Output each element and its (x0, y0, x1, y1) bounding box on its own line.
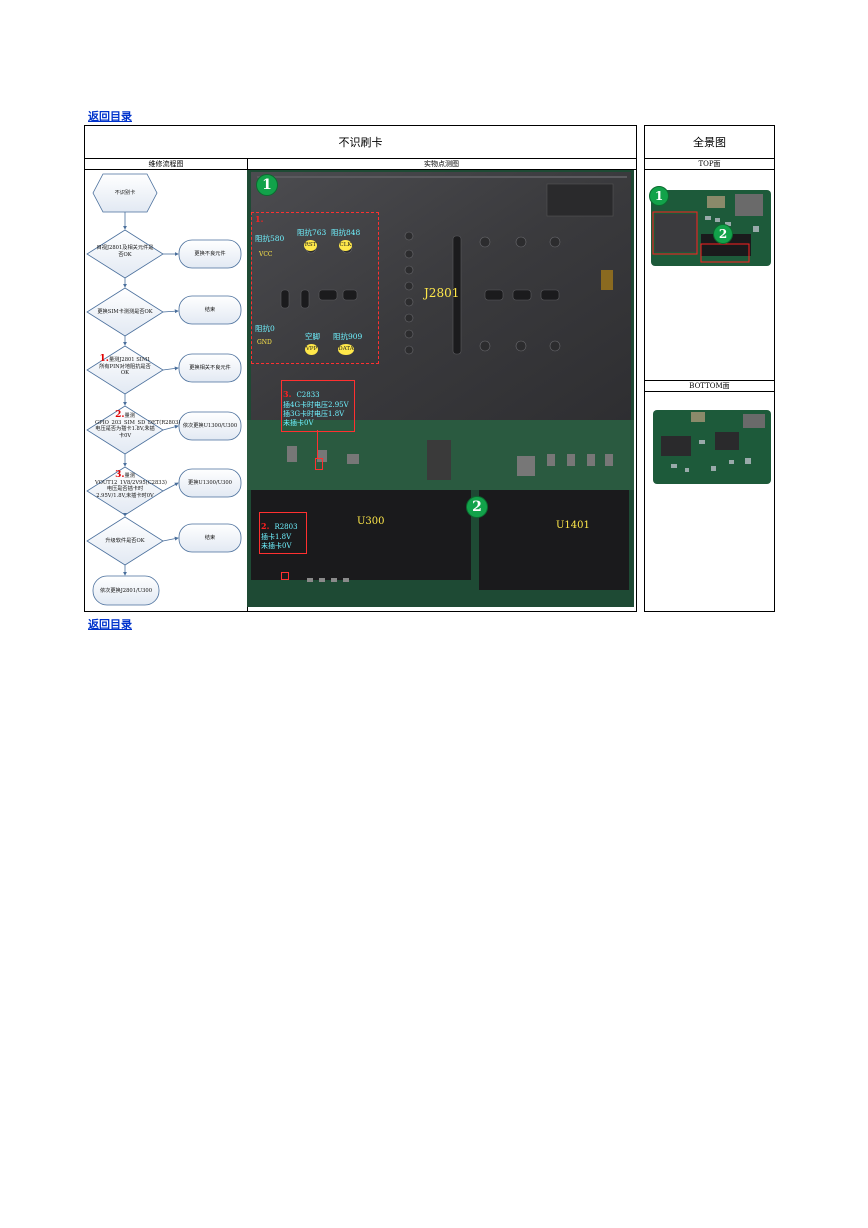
r2803-num: 2. (261, 521, 269, 531)
c2833-ref: C2833 (296, 391, 319, 399)
sim-pin-region-num: 1. (255, 214, 263, 224)
flow-step-impedance-num: 1. (100, 354, 109, 364)
marker-2-overview: 2 (713, 224, 733, 244)
flowchart-shapes (85, 170, 247, 611)
bottom-board-drawing (651, 406, 772, 488)
overview-table: 全景图 TOP面 1 2 BOTTOM面 (644, 125, 775, 612)
flow-end: 依次更换J2801/U300 (95, 588, 157, 595)
marker-2-photo: 2 (466, 496, 488, 518)
flow-action-swap-u1300-u300: 依次更换U1300/U300 (181, 423, 239, 430)
repair-flowchart: 不识别卡 目视J2801及相关元件是否OK 更换不良元件 更换SIM卡测测是否O… (85, 170, 247, 611)
column-header-row: 维修流程图 实物点测图 (85, 159, 636, 170)
bottom-side-photo (651, 406, 772, 488)
repair-table: 不识刷卡 维修流程图 实物点测图 (84, 125, 637, 612)
j2801-label: J2801 (424, 286, 459, 300)
clk-impedance-label: 阻抗848 (331, 228, 360, 237)
flow-action-replace-part: 更换不良元件 (181, 251, 239, 258)
table-title: 不识刷卡 (339, 134, 383, 150)
top-side-label: TOP面 (698, 159, 720, 169)
c2833-leader-line (317, 430, 318, 458)
bottom-side-header: BOTTOM面 (645, 380, 774, 392)
u1401-label: U1401 (556, 520, 590, 531)
marker-1-overview: 1 (649, 186, 669, 206)
flow-step-gpio-num: 2. (115, 410, 124, 420)
r2803-line-inserted: 插卡1.8V (261, 533, 305, 542)
flow-action-replace-u1300: 更换U1300/U300 (181, 480, 239, 487)
flow-action-replace-related: 更换相关不良元件 (181, 365, 239, 372)
overview-title: 全景图 (693, 134, 726, 150)
flow-step-update-software: 升级软件是否OK (93, 538, 157, 545)
vcc-pin-label: VCC (259, 250, 273, 259)
bottom-side-label: BOTTOM面 (689, 381, 729, 391)
marker-1-photo: 1 (256, 174, 278, 196)
flow-step-vout-num: 3. (115, 470, 124, 480)
c2833-marker (315, 458, 323, 470)
vpp-pin-label: VPP (305, 344, 318, 355)
data-pin-label: DATA (338, 344, 354, 355)
col-photo-header: 实物点测图 (247, 159, 636, 169)
gnd-pin-label: GND (257, 338, 272, 347)
r2803-line-empty: 未插卡0V (261, 542, 305, 551)
flow-start: 不识别卡 (97, 190, 153, 197)
measurement-photo: 1 2 1. 阻抗580 VCC 阻抗763 RST 阻抗848 CLK 阻抗0… (247, 170, 634, 607)
flow-step-vout: 3.量测VOUT12_1V8/2V95(C2833)电压是否插卡时2.95V/1… (95, 472, 155, 499)
data-impedance-label: 阻抗909 (333, 332, 362, 341)
top-side-photo: 1 2 (649, 186, 772, 270)
flow-step-impedance: 1.量测J2801 SIM1所有PIN对地阻抗是否OK (97, 356, 153, 377)
rst-impedance-label: 阻抗763 (297, 228, 326, 237)
table-title-row: 不识刷卡 (85, 126, 636, 159)
flow-step-inspect: 目视J2801及相关元件是否OK (95, 245, 155, 258)
c2833-num: 3. (283, 389, 291, 399)
col-flow-header: 维修流程图 (85, 159, 247, 169)
overview-title-row: 全景图 (645, 126, 774, 159)
clk-pin-label: CLK (339, 240, 352, 251)
flow-action-end-2: 结束 (181, 535, 239, 542)
r2803-ref: R2803 (274, 523, 297, 531)
r2803-marker (281, 572, 289, 580)
flow-step-swap-sim: 更换SIM卡测测是否OK (93, 309, 157, 316)
rst-pin-label: RST (304, 240, 317, 251)
c2833-line-3g: 插3G卡时电压1.8V (283, 410, 353, 419)
c2833-line-4g: 插4G卡时电压2.95V (283, 401, 353, 410)
c2833-line-none: 未插卡0V (283, 419, 353, 428)
vpp-note-label: 空脚 (305, 332, 320, 341)
u300-label: U300 (357, 516, 385, 527)
top-side-header: TOP面 (645, 159, 774, 170)
gnd-impedance-label: 阻抗0 (255, 324, 275, 333)
vcc-impedance-label: 阻抗580 (255, 234, 284, 243)
c2833-callout: 3. C2833 插4G卡时电压2.95V 插3G卡时电压1.8V 未插卡0V (283, 382, 353, 428)
flow-step-gpio: 2.量测GPIO_203_SIM_SD_DET(R2803)电压是否为插卡1.8… (95, 412, 155, 439)
r2803-callout: 2. R2803 插卡1.8V 未插卡0V (261, 514, 305, 551)
back-to-toc-link-top[interactable]: 返回目录 (88, 108, 132, 124)
flow-action-end-1: 结束 (181, 307, 239, 314)
back-to-toc-link-bottom[interactable]: 返回目录 (88, 616, 132, 632)
